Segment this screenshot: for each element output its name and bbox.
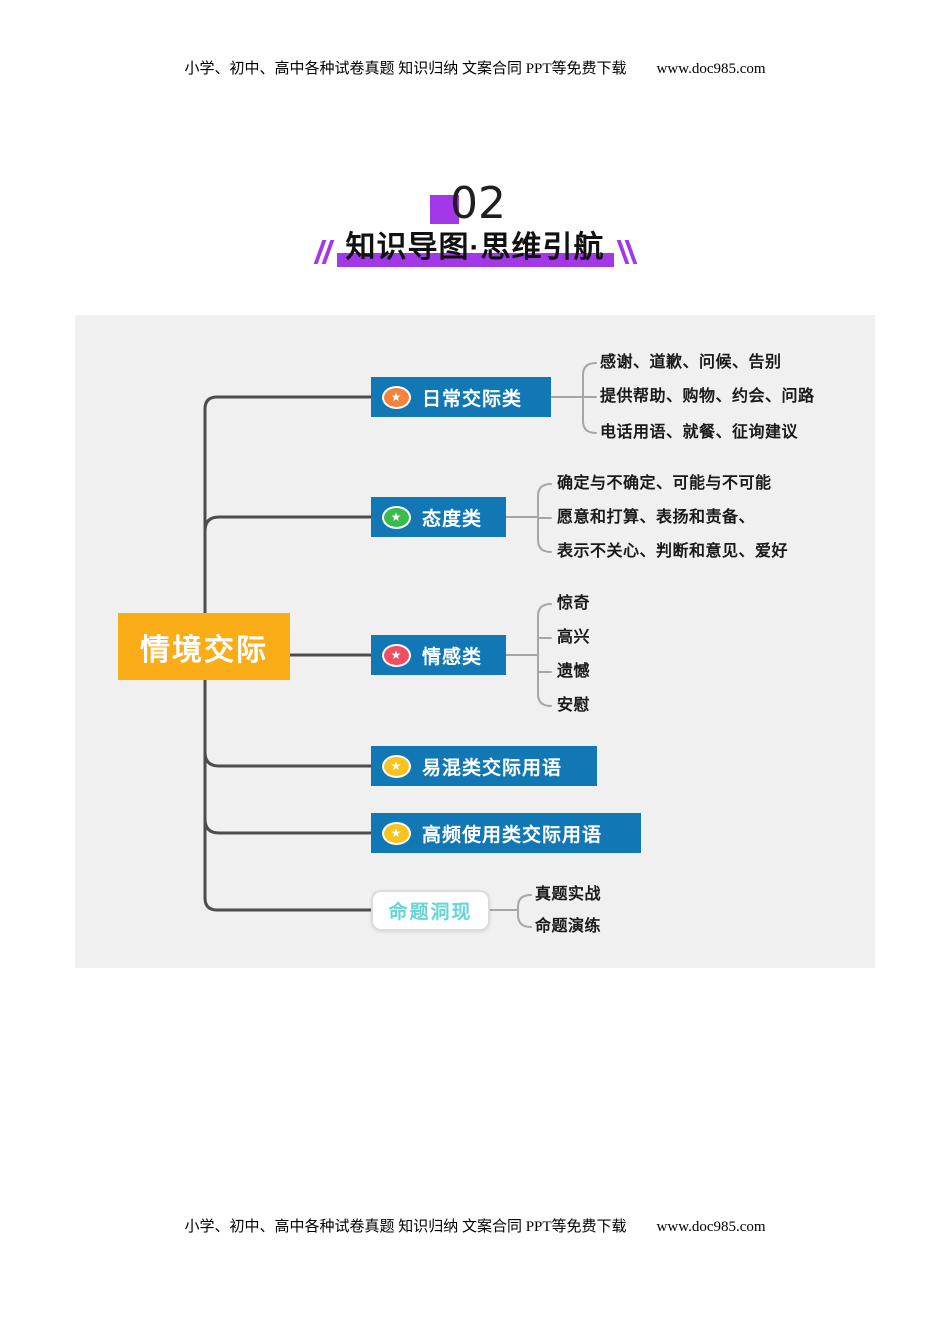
branch-label: 高频使用类交际用语 [422, 824, 603, 846]
mindmap-root-node: 情境交际 [118, 613, 290, 680]
leaf-item: 愿意和打算、表扬和责备、 [557, 509, 756, 526]
section-title: 知识导图·思维引航 [336, 231, 614, 267]
branch-label: 态度类 [422, 508, 483, 530]
mindmap-branch-node: ★ 易混类交际用语 [371, 746, 597, 786]
leaf-item: 命题演练 [535, 918, 602, 935]
mindmap-branch-node: ★ 日常交际类 [371, 377, 551, 417]
mindmap-branch-node: ★ 情感类 [371, 635, 506, 675]
branch-label: 命题洞现 [388, 902, 473, 923]
leaf-item: 确定与不确定、可能与不可能 [557, 475, 772, 492]
header-site-url: www.doc985.com [656, 61, 766, 77]
star-icon: ★ [382, 505, 411, 529]
leaf-item: 惊奇 [557, 595, 591, 612]
mindmap-branch-node: ★ 高频使用类交际用语 [371, 813, 641, 853]
leaf-item: 提供帮助、购物、约会、问路 [600, 388, 815, 405]
leaf-item: 安慰 [557, 697, 591, 714]
page-footer: 小学、初中、高中各种试卷真题 知识归纳 文案合同 PPT等免费下载 www.doc… [0, 1215, 950, 1236]
right-double-slash-icon [616, 240, 637, 265]
left-double-slash-icon [313, 240, 334, 265]
leaf-item: 感谢、道歉、问候、告别 [600, 354, 782, 371]
leaf-item: 遗憾 [557, 663, 591, 680]
mindmap-branch-node: 命题洞现 [371, 890, 490, 931]
page-header: 小学、初中、高中各种试卷真题 知识归纳 文案合同 PPT等免费下载 www.doc… [0, 57, 950, 78]
section-title-text: 知识导图·思维引航 [345, 231, 605, 264]
section-number-text: 02 [450, 178, 506, 229]
star-icon: ★ [382, 821, 411, 845]
mindmap-branch-node: ★ 态度类 [371, 497, 506, 537]
star-icon: ★ [382, 754, 411, 778]
branch-label: 日常交际类 [422, 388, 523, 410]
section-number-block: 02 [0, 182, 950, 226]
star-icon: ★ [382, 385, 411, 409]
section-number: 02 [430, 182, 506, 226]
footer-text: 小学、初中、高中各种试卷真题 知识归纳 文案合同 PPT等免费下载 [184, 1219, 627, 1235]
leaf-item: 高兴 [557, 629, 591, 646]
star-icon: ★ [382, 643, 411, 667]
footer-site-url: www.doc985.com [656, 1219, 766, 1235]
leaf-item: 表示不关心、判断和意见、爱好 [557, 543, 789, 560]
branch-label: 易混类交际用语 [422, 757, 563, 779]
leaf-item: 真题实战 [535, 886, 602, 903]
section-title-row: 知识导图·思维引航 [0, 231, 950, 267]
leaf-item: 电话用语、就餐、征询建议 [600, 424, 799, 441]
branch-label: 情感类 [422, 646, 483, 668]
mindmap-panel: 情境交际 ★ 日常交际类 感谢、道歉、问候、告别提供帮助、购物、约会、问路电话用语、… [75, 315, 875, 968]
header-text: 小学、初中、高中各种试卷真题 知识归纳 文案合同 PPT等免费下载 [184, 61, 627, 77]
purple-square-decoration [430, 195, 459, 224]
